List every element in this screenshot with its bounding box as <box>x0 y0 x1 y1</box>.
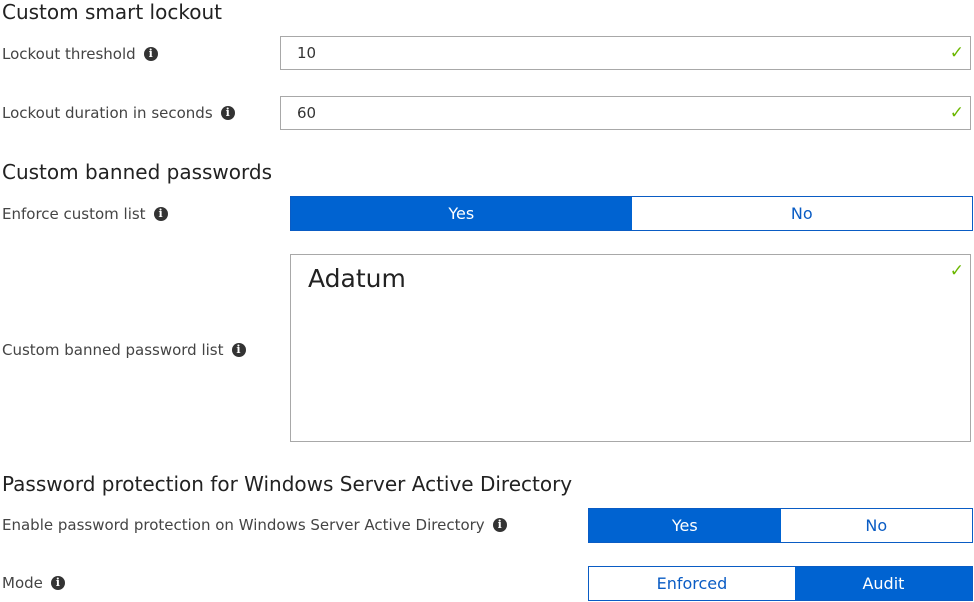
banned-password-list-text: Custom banned password list <box>2 341 224 359</box>
checkmark-icon: ✓ <box>949 261 964 281</box>
enforce-yes-option[interactable]: Yes <box>291 197 632 230</box>
enforce-custom-list-text: Enforce custom list <box>2 205 146 223</box>
banned-passwords-heading: Custom banned passwords <box>2 160 273 184</box>
lockout-threshold-input[interactable]: 10 ✓ <box>280 36 971 70</box>
mode-audit-option[interactable]: Audit <box>794 567 972 600</box>
lockout-duration-value: 60 <box>297 104 317 122</box>
enable-windows-ad-toggle[interactable]: Yes No <box>588 508 973 543</box>
mode-toggle[interactable]: Enforced Audit <box>588 566 973 601</box>
banned-password-list-textarea[interactable]: Adatum ✓ <box>290 254 971 442</box>
enable-yes-option[interactable]: Yes <box>589 509 781 542</box>
enable-windows-ad-label: Enable password protection on Windows Se… <box>2 516 507 534</box>
banned-password-list-value: Adatum <box>308 264 406 293</box>
checkmark-icon: ✓ <box>949 103 964 123</box>
lockout-threshold-label: Lockout threshold i <box>2 45 158 63</box>
windows-ad-heading: Password protection for Windows Server A… <box>2 472 573 496</box>
enforce-custom-list-toggle[interactable]: Yes No <box>290 196 973 231</box>
lockout-duration-label: Lockout duration in seconds i <box>2 104 235 122</box>
lockout-duration-text: Lockout duration in seconds <box>2 104 213 122</box>
enable-windows-ad-text: Enable password protection on Windows Se… <box>2 516 485 534</box>
lockout-threshold-text: Lockout threshold <box>2 45 136 63</box>
checkmark-icon: ✓ <box>949 43 964 63</box>
banned-password-list-label: Custom banned password list i <box>2 341 246 359</box>
lockout-duration-input[interactable]: 60 ✓ <box>280 96 971 130</box>
info-icon[interactable]: i <box>231 343 246 357</box>
info-icon[interactable]: i <box>220 106 235 120</box>
info-icon[interactable]: i <box>492 518 507 532</box>
info-icon[interactable]: i <box>153 207 168 221</box>
mode-label: Mode i <box>2 574 65 592</box>
info-icon[interactable]: i <box>143 47 158 61</box>
info-icon[interactable]: i <box>50 576 65 590</box>
enable-no-option[interactable]: No <box>780 509 972 542</box>
mode-text: Mode <box>2 574 43 592</box>
enforce-custom-list-label: Enforce custom list i <box>2 205 168 223</box>
mode-enforced-option[interactable]: Enforced <box>589 567 795 600</box>
enforce-no-option[interactable]: No <box>631 197 972 230</box>
smart-lockout-heading: Custom smart lockout <box>2 0 222 24</box>
lockout-threshold-value: 10 <box>297 44 317 62</box>
